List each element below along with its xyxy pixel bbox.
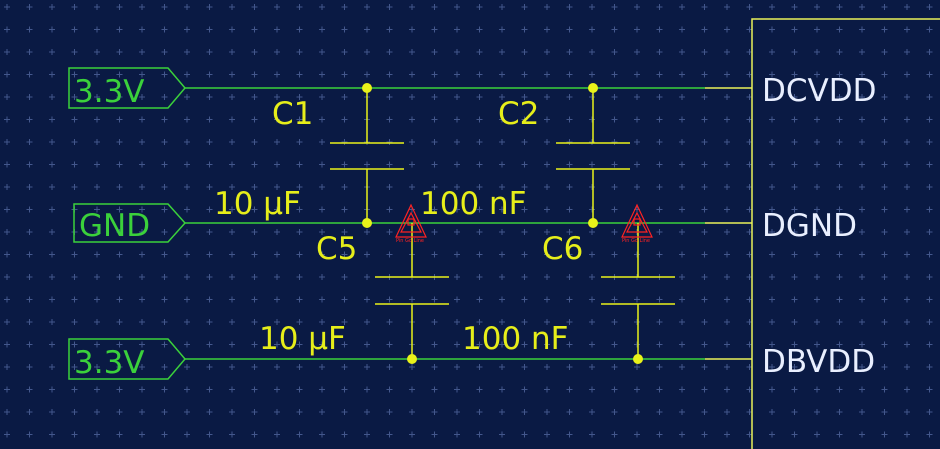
c1-value: 10 µF	[214, 186, 301, 222]
c5-value: 10 µF	[259, 321, 346, 357]
junction-dot	[407, 354, 417, 364]
junctions	[362, 83, 643, 364]
capacitor-c2[interactable]: C2 100 nF	[420, 88, 630, 223]
pin-dgnd: DGND	[762, 208, 857, 244]
junction-dot	[588, 83, 598, 93]
port-gnd[interactable]: GND	[73, 203, 187, 244]
c6-ref: C6	[542, 231, 583, 267]
error-marker-1-label: Pin Go Line	[396, 238, 424, 244]
chip-outline	[705, 18, 940, 449]
c2-ref: C2	[498, 96, 539, 132]
port-3v3-bottom[interactable]: 3.3V	[68, 338, 186, 381]
c1-ref: C1	[272, 96, 313, 132]
capacitor-c1[interactable]: C1 10 µF	[214, 88, 404, 223]
junction-dot	[633, 354, 643, 364]
error-marker-1[interactable]: Pin Go Line	[395, 203, 427, 244]
capacitor-c5[interactable]: C5 10 µF	[259, 223, 449, 359]
junction-dot	[588, 218, 598, 228]
grid	[4, 4, 933, 438]
port-3v3-top-label: 3.3V	[74, 74, 145, 110]
chip-pins: DCVDD DGND DBVDD	[762, 73, 876, 380]
c6-value: 100 nF	[462, 321, 569, 357]
c2-value: 100 nF	[420, 186, 527, 222]
c5-ref: C5	[316, 231, 357, 267]
junction-dot	[362, 83, 372, 93]
capacitor-c6[interactable]: C6 100 nF	[462, 223, 675, 359]
port-gnd-label: GND	[79, 208, 150, 244]
junction-dot	[362, 218, 372, 228]
wires	[185, 87, 705, 360]
port-3v3-top[interactable]: 3.3V	[68, 67, 186, 110]
port-3v3-bottom-label: 3.3V	[74, 345, 145, 381]
pin-dcvdd: DCVDD	[762, 73, 876, 109]
error-marker-2[interactable]: Pin Go Line	[621, 203, 653, 244]
error-marker-2-label: Pin Go Line	[622, 238, 650, 244]
pin-dbvdd: DBVDD	[762, 344, 875, 380]
